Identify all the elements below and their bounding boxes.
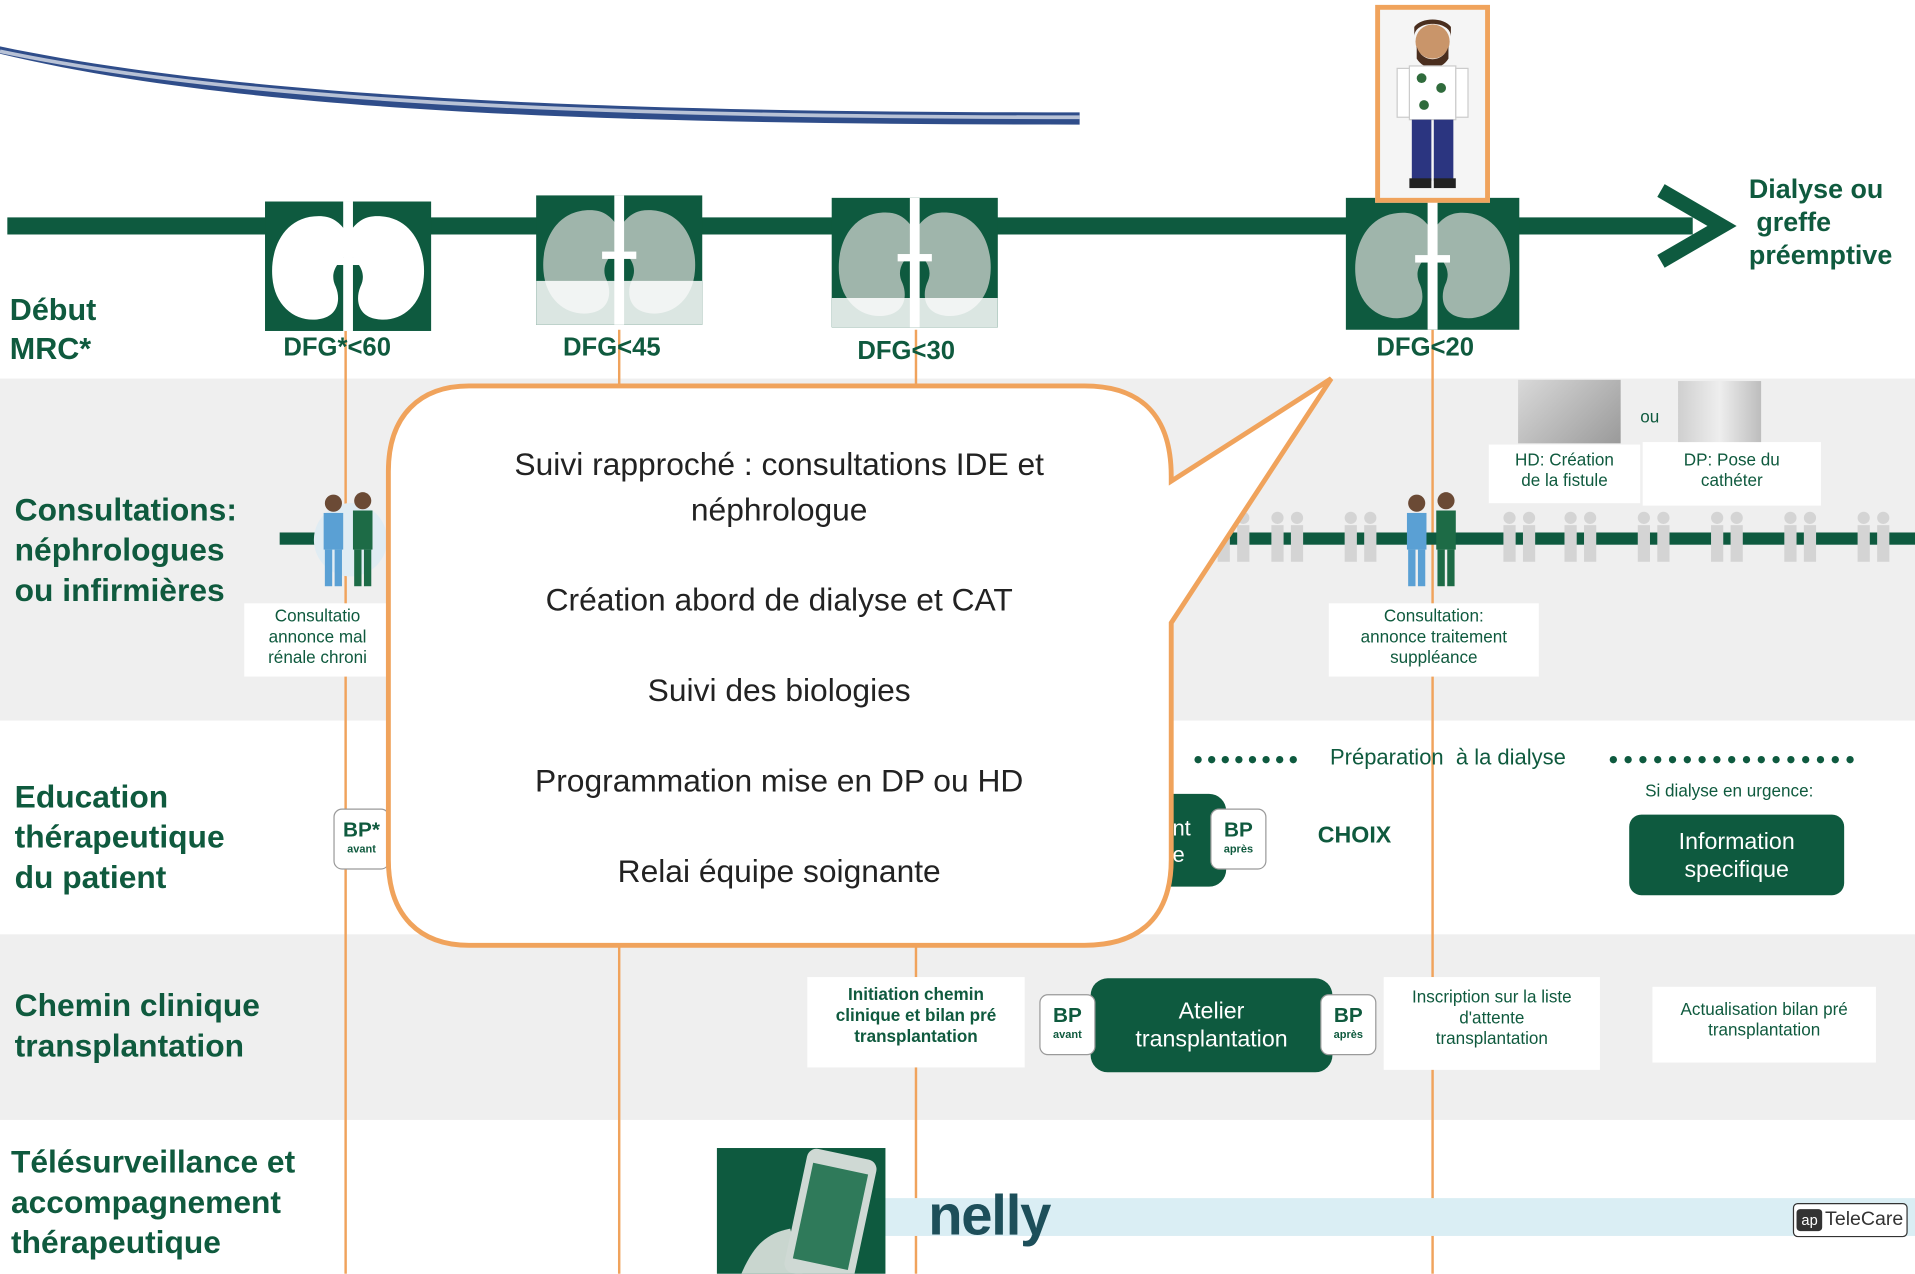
preparation-dotted-left (1194, 755, 1298, 764)
bubble-line: Suivi rapproché : consultations IDE et (514, 445, 1044, 483)
stage-label-dfg20: DFG<20 (1376, 333, 1475, 362)
bubble-text: Suivi rapproché : consultations IDE et n… (388, 442, 1170, 894)
header-swoosh (0, 46, 1080, 125)
stage-label-dfg45: DFG<45 (563, 333, 661, 362)
kidney-icon (1345, 197, 1520, 330)
kidney-icon (831, 197, 998, 328)
kidney-icon (536, 195, 703, 325)
stage-label-dfg60: DFG*<60 (283, 333, 391, 362)
consultation-people-icons (1217, 511, 1890, 562)
kidney-icon (265, 201, 432, 331)
telesurveillance-bar (885, 1198, 1915, 1236)
bubble-line: Création abord de dialyse et CAT (545, 581, 1013, 618)
care-team-icon (1406, 492, 1456, 587)
speech-bubble (385, 376, 1334, 948)
bubble-spacer (388, 623, 1170, 668)
bubble-spacer (388, 804, 1170, 849)
care-team-icon (313, 492, 388, 587)
ou-label: ou (1640, 406, 1660, 427)
preparation-label: Préparation à la dialyse (1329, 744, 1566, 770)
fistula-photo (1518, 379, 1621, 444)
bubble-line: néphrologue (690, 490, 868, 528)
phone-app-image (716, 1148, 886, 1274)
nelly-logo: nelly (928, 1183, 1051, 1247)
urgence-label: Si dialyse en urgence: (1645, 780, 1814, 800)
stage-label-dfg30: DFG<30 (857, 337, 955, 366)
preparation-dotted-right (1609, 755, 1854, 764)
bubble-line: Suivi des biologies (647, 671, 911, 709)
stage-line-4 (1431, 329, 1434, 1274)
bubble-line: Programmation mise en DP ou HD (535, 762, 1024, 799)
bubble-spacer (388, 532, 1170, 577)
catheter-photo (1678, 381, 1762, 450)
bubble-line: Relai équipe soignante (617, 852, 941, 890)
patient-figure-image (1375, 4, 1490, 203)
choix-label: CHOIX (1317, 823, 1392, 849)
telecare-logo: ap TeleCare (1792, 1202, 1909, 1238)
stage-line-1 (344, 329, 347, 1274)
bubble-spacer (388, 713, 1170, 758)
bp-avant-badge: BP*avant (333, 808, 390, 870)
